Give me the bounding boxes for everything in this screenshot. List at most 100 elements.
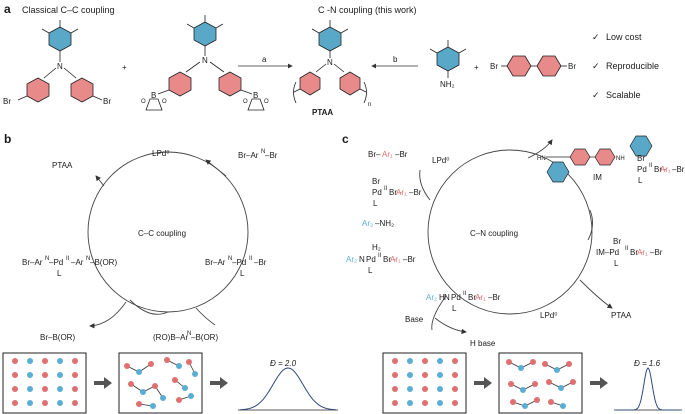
svg-text:II: II (384, 186, 388, 192)
svg-text:N: N (359, 255, 365, 264)
svg-text:–Br: –Br (395, 150, 408, 159)
chain-monomer-dot (566, 361, 572, 367)
svg-text:II: II (378, 253, 382, 259)
cn-base: Base (405, 315, 424, 324)
cc-intermediate-right: Br–Ar N –Pd II –Br L (205, 256, 267, 278)
monomer-dot (72, 358, 78, 364)
monomer-dot (407, 400, 413, 406)
cc-byproduct: Br–B(OR) (40, 333, 75, 342)
svg-text:II: II (625, 246, 629, 252)
svg-text:–Br: –Br (265, 151, 278, 160)
monomer-dot (12, 358, 18, 364)
svg-text:–Br: –Br (672, 165, 685, 174)
svg-text:H₂: H₂ (372, 243, 381, 252)
svg-text:HN: HN (537, 156, 546, 162)
chain-monomer-dot (128, 381, 134, 387)
svg-text:N: N (45, 256, 49, 262)
cn-arrow-2-head (600, 377, 608, 389)
monomer-dot (72, 372, 78, 378)
monomer-dot (437, 386, 443, 392)
monomer-dot (57, 400, 63, 406)
cn-monomer-grid (392, 358, 458, 406)
cn-ox-add-complex: Br Pd II Br– Ar₁ –Br L (372, 177, 422, 208)
chain-monomer-dot (508, 381, 514, 387)
chain-monomer-dot (148, 361, 154, 367)
monomer-dot (407, 358, 413, 364)
svg-text:Br: Br (613, 237, 621, 246)
svg-text:L: L (368, 266, 373, 275)
amine-nh2: NH₂ (440, 80, 455, 89)
subscript-n: n (368, 102, 371, 108)
chain-monomer-dot (176, 363, 182, 369)
svg-text:Ar₁: Ar₁ (660, 165, 671, 174)
svg-text:II: II (249, 256, 253, 262)
svg-text:Br–: Br– (630, 248, 643, 257)
cn-polymer-chains (506, 359, 576, 409)
monomer-dot (57, 358, 63, 364)
svg-text:–Br: –Br (403, 255, 416, 264)
chain-monomer-dot (136, 401, 142, 407)
svg-text:–Pd: –Pd (49, 258, 63, 267)
boron-2: B (253, 91, 258, 100)
monomer-dot (407, 372, 413, 378)
cc-arrow-1-head (104, 377, 112, 389)
svg-text:Pd: Pd (451, 293, 461, 302)
chain-monomer-dot (182, 385, 188, 391)
svg-text:Br–: Br– (654, 165, 667, 174)
svg-text:Br–: Br– (389, 188, 402, 197)
svg-text:II: II (463, 291, 467, 297)
cn-ptaa: PTAA (611, 311, 632, 320)
product-ptaa: PTAA (312, 108, 333, 117)
svg-text:L: L (452, 304, 457, 313)
chain-monomer-dot (506, 359, 512, 365)
check-item-2: Reproducible (606, 61, 659, 71)
svg-text:N: N (187, 331, 191, 337)
svg-text:Ar₂: Ar₂ (426, 293, 437, 302)
chain-monomer-dot (520, 387, 526, 393)
svg-text:Br–: Br– (383, 255, 396, 264)
svg-text:Br–Ar: Br–Ar (205, 258, 226, 267)
boron-1: B (151, 91, 156, 100)
chain-monomer-dot (172, 377, 178, 383)
cn-intermediate-im-structure: HN NH IM (537, 135, 653, 183)
chain-monomer-dot (534, 397, 540, 403)
chain-monomer-dot (136, 369, 142, 375)
arrow-b-label: b (393, 55, 398, 64)
svg-text:Ar₁: Ar₁ (475, 293, 486, 302)
cc-dispersity: Đ = 2.0 (270, 359, 297, 368)
monomer-dot (12, 372, 18, 378)
monomer-dot (452, 372, 458, 378)
monomer-dot (392, 400, 398, 406)
check-item-1: Low cost (606, 32, 642, 42)
oxygen-4: O (264, 99, 269, 105)
chain-monomer-dot (542, 361, 548, 367)
cn-amine-complex: H₂ Ar₂ N Pd II Br– Ar₁ –Br L (346, 243, 416, 275)
monomer-dot (422, 386, 428, 392)
svg-text:Pd: Pd (366, 255, 376, 264)
bromo-2: Br (103, 97, 111, 106)
monomer-dot (407, 386, 413, 392)
check-mark-2: ✓ (592, 61, 600, 71)
cc-catalytic-cycle (87, 151, 249, 329)
svg-text:Ar₁: Ar₁ (390, 255, 401, 264)
chain-monomer-dot (530, 359, 536, 365)
amine-n-3: N (327, 58, 333, 67)
svg-text:–Br: –Br (650, 248, 663, 257)
monomer-dot (437, 372, 443, 378)
chain-monomer-dot (546, 379, 552, 385)
monomer-dot (42, 386, 48, 392)
monomer-dot (27, 358, 33, 364)
cn-lpd0-top: LPd⁰ (432, 156, 449, 165)
chain-monomer-dot (558, 385, 564, 391)
cc-lpd0: LPd⁰ (152, 149, 169, 158)
chain-monomer-dot (160, 395, 166, 401)
monomer-dot (42, 358, 48, 364)
svg-text:NH: NH (616, 156, 625, 162)
monomer-dot (12, 400, 18, 406)
svg-text:N: N (444, 293, 450, 302)
svg-text:L: L (240, 269, 245, 278)
svg-text:L: L (373, 199, 378, 208)
monomer-dot (42, 400, 48, 406)
cn-lpd0-bottom: LPd⁰ (540, 311, 557, 320)
